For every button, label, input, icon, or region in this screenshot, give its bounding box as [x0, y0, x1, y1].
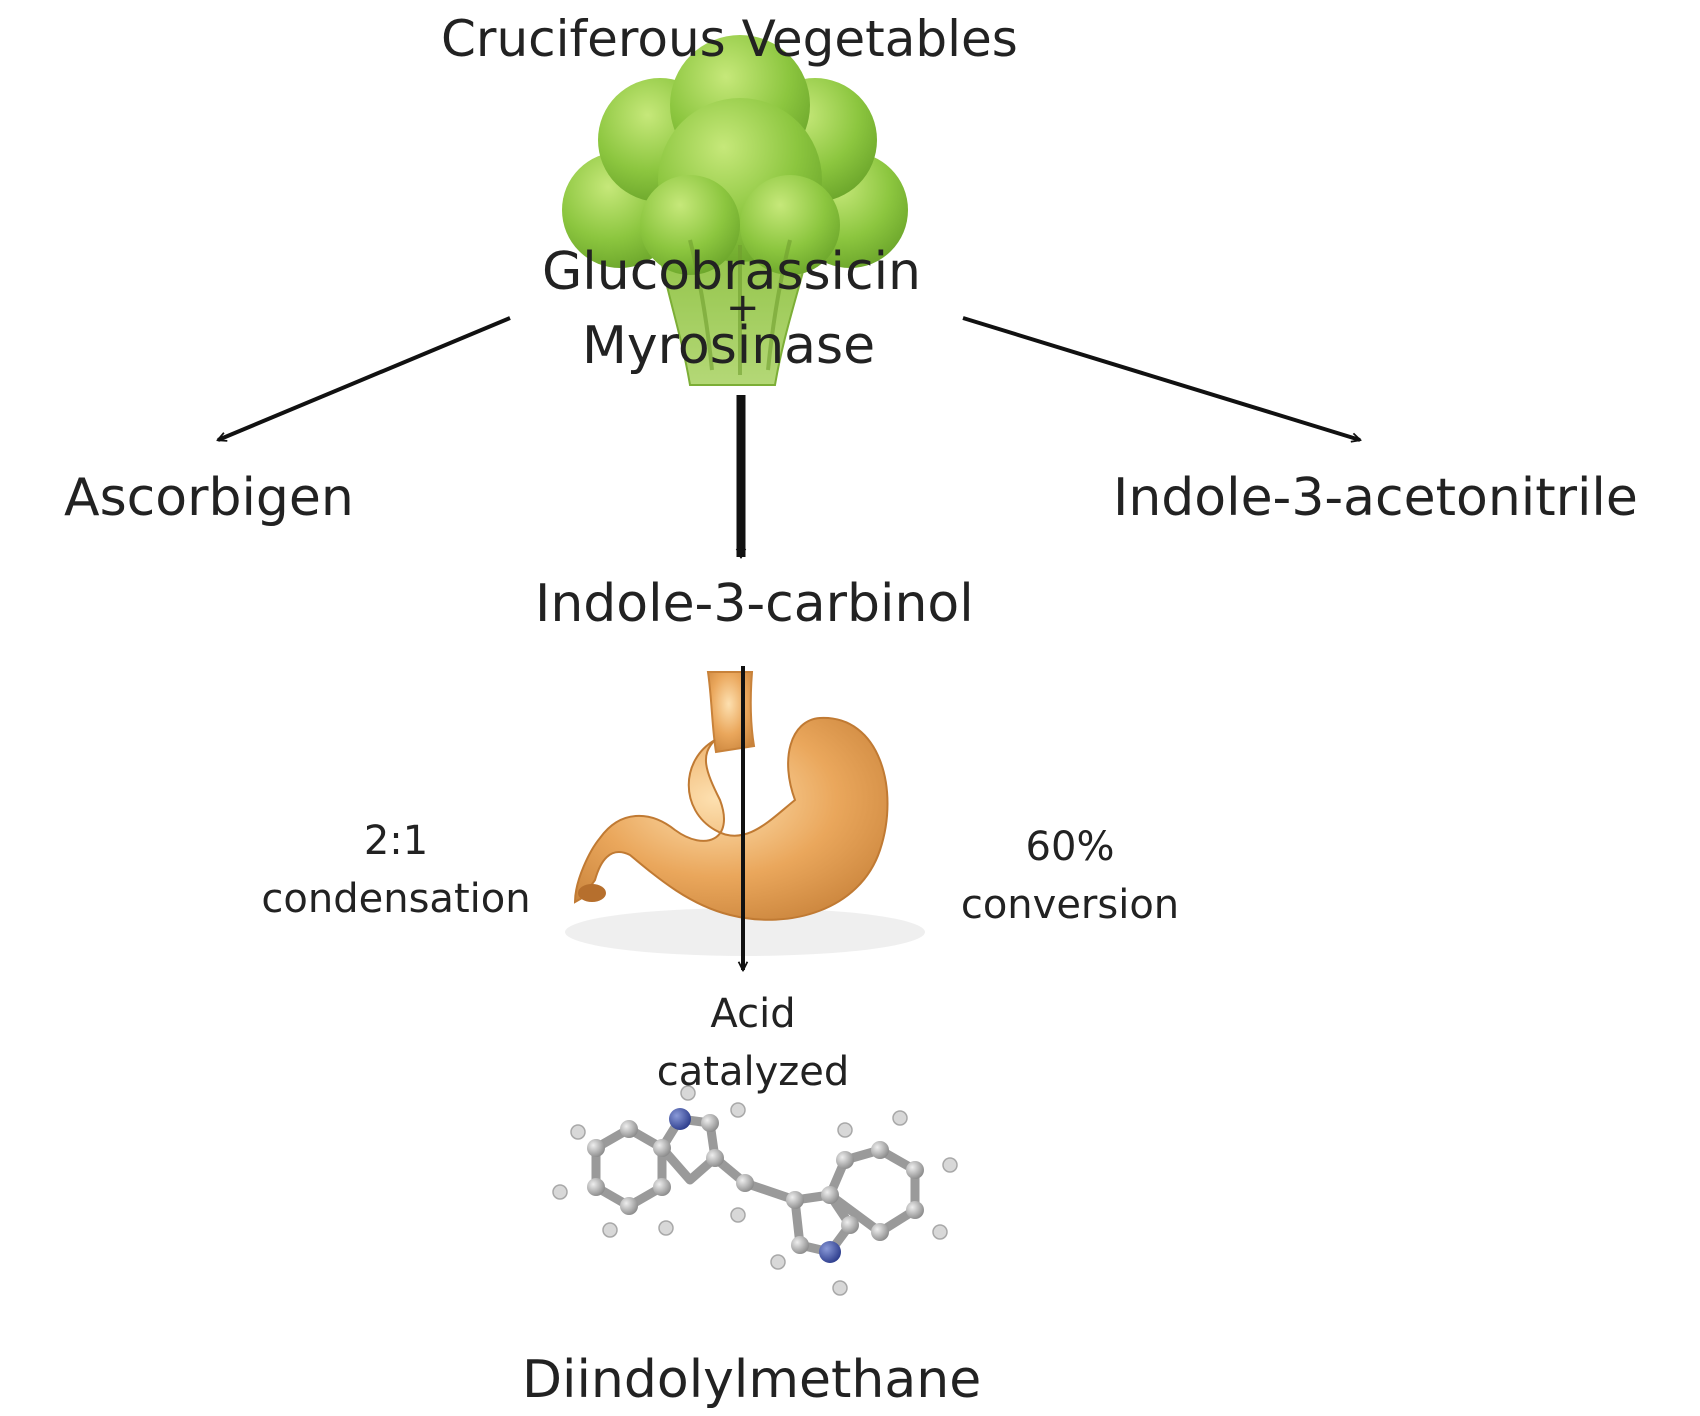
acid-text: Acid	[710, 991, 796, 1037]
plus-sign: +	[726, 285, 760, 331]
conversion-percent: 60%	[1025, 824, 1115, 870]
conversion-text: conversion	[960, 882, 1180, 928]
arrow-to-acetonitrile	[962, 316, 1360, 440]
indole-3-carbinol-label: Indole-3-carbinol	[535, 574, 974, 634]
catalyzed-text: catalyzed	[656, 1049, 850, 1095]
acid-catalyzed-note: Acid catalyzed	[618, 985, 888, 1101]
conversion-note: 60% conversion	[940, 818, 1200, 934]
myrosinase-label: Myrosinase	[582, 316, 876, 376]
condensation-ratio: 2:1	[363, 818, 429, 864]
broccoli-icon	[562, 35, 908, 386]
diagram-title: Cruciferous Vegetables	[441, 10, 1018, 68]
ascorbigen-label: Ascorbigen	[64, 468, 354, 528]
diindolylmethane-label: Diindolylmethane	[522, 1350, 982, 1410]
glucobrassicin-label: Glucobrassicin	[542, 242, 921, 302]
indole-3-acetonitrile-label: Indole-3-acetonitrile	[1113, 468, 1638, 528]
condensation-note: 2:1 condensation	[246, 812, 546, 928]
condensation-text: condensation	[261, 876, 531, 922]
molecule-icon	[552, 1085, 958, 1296]
arrow-to-ascorbigen	[218, 316, 511, 442]
